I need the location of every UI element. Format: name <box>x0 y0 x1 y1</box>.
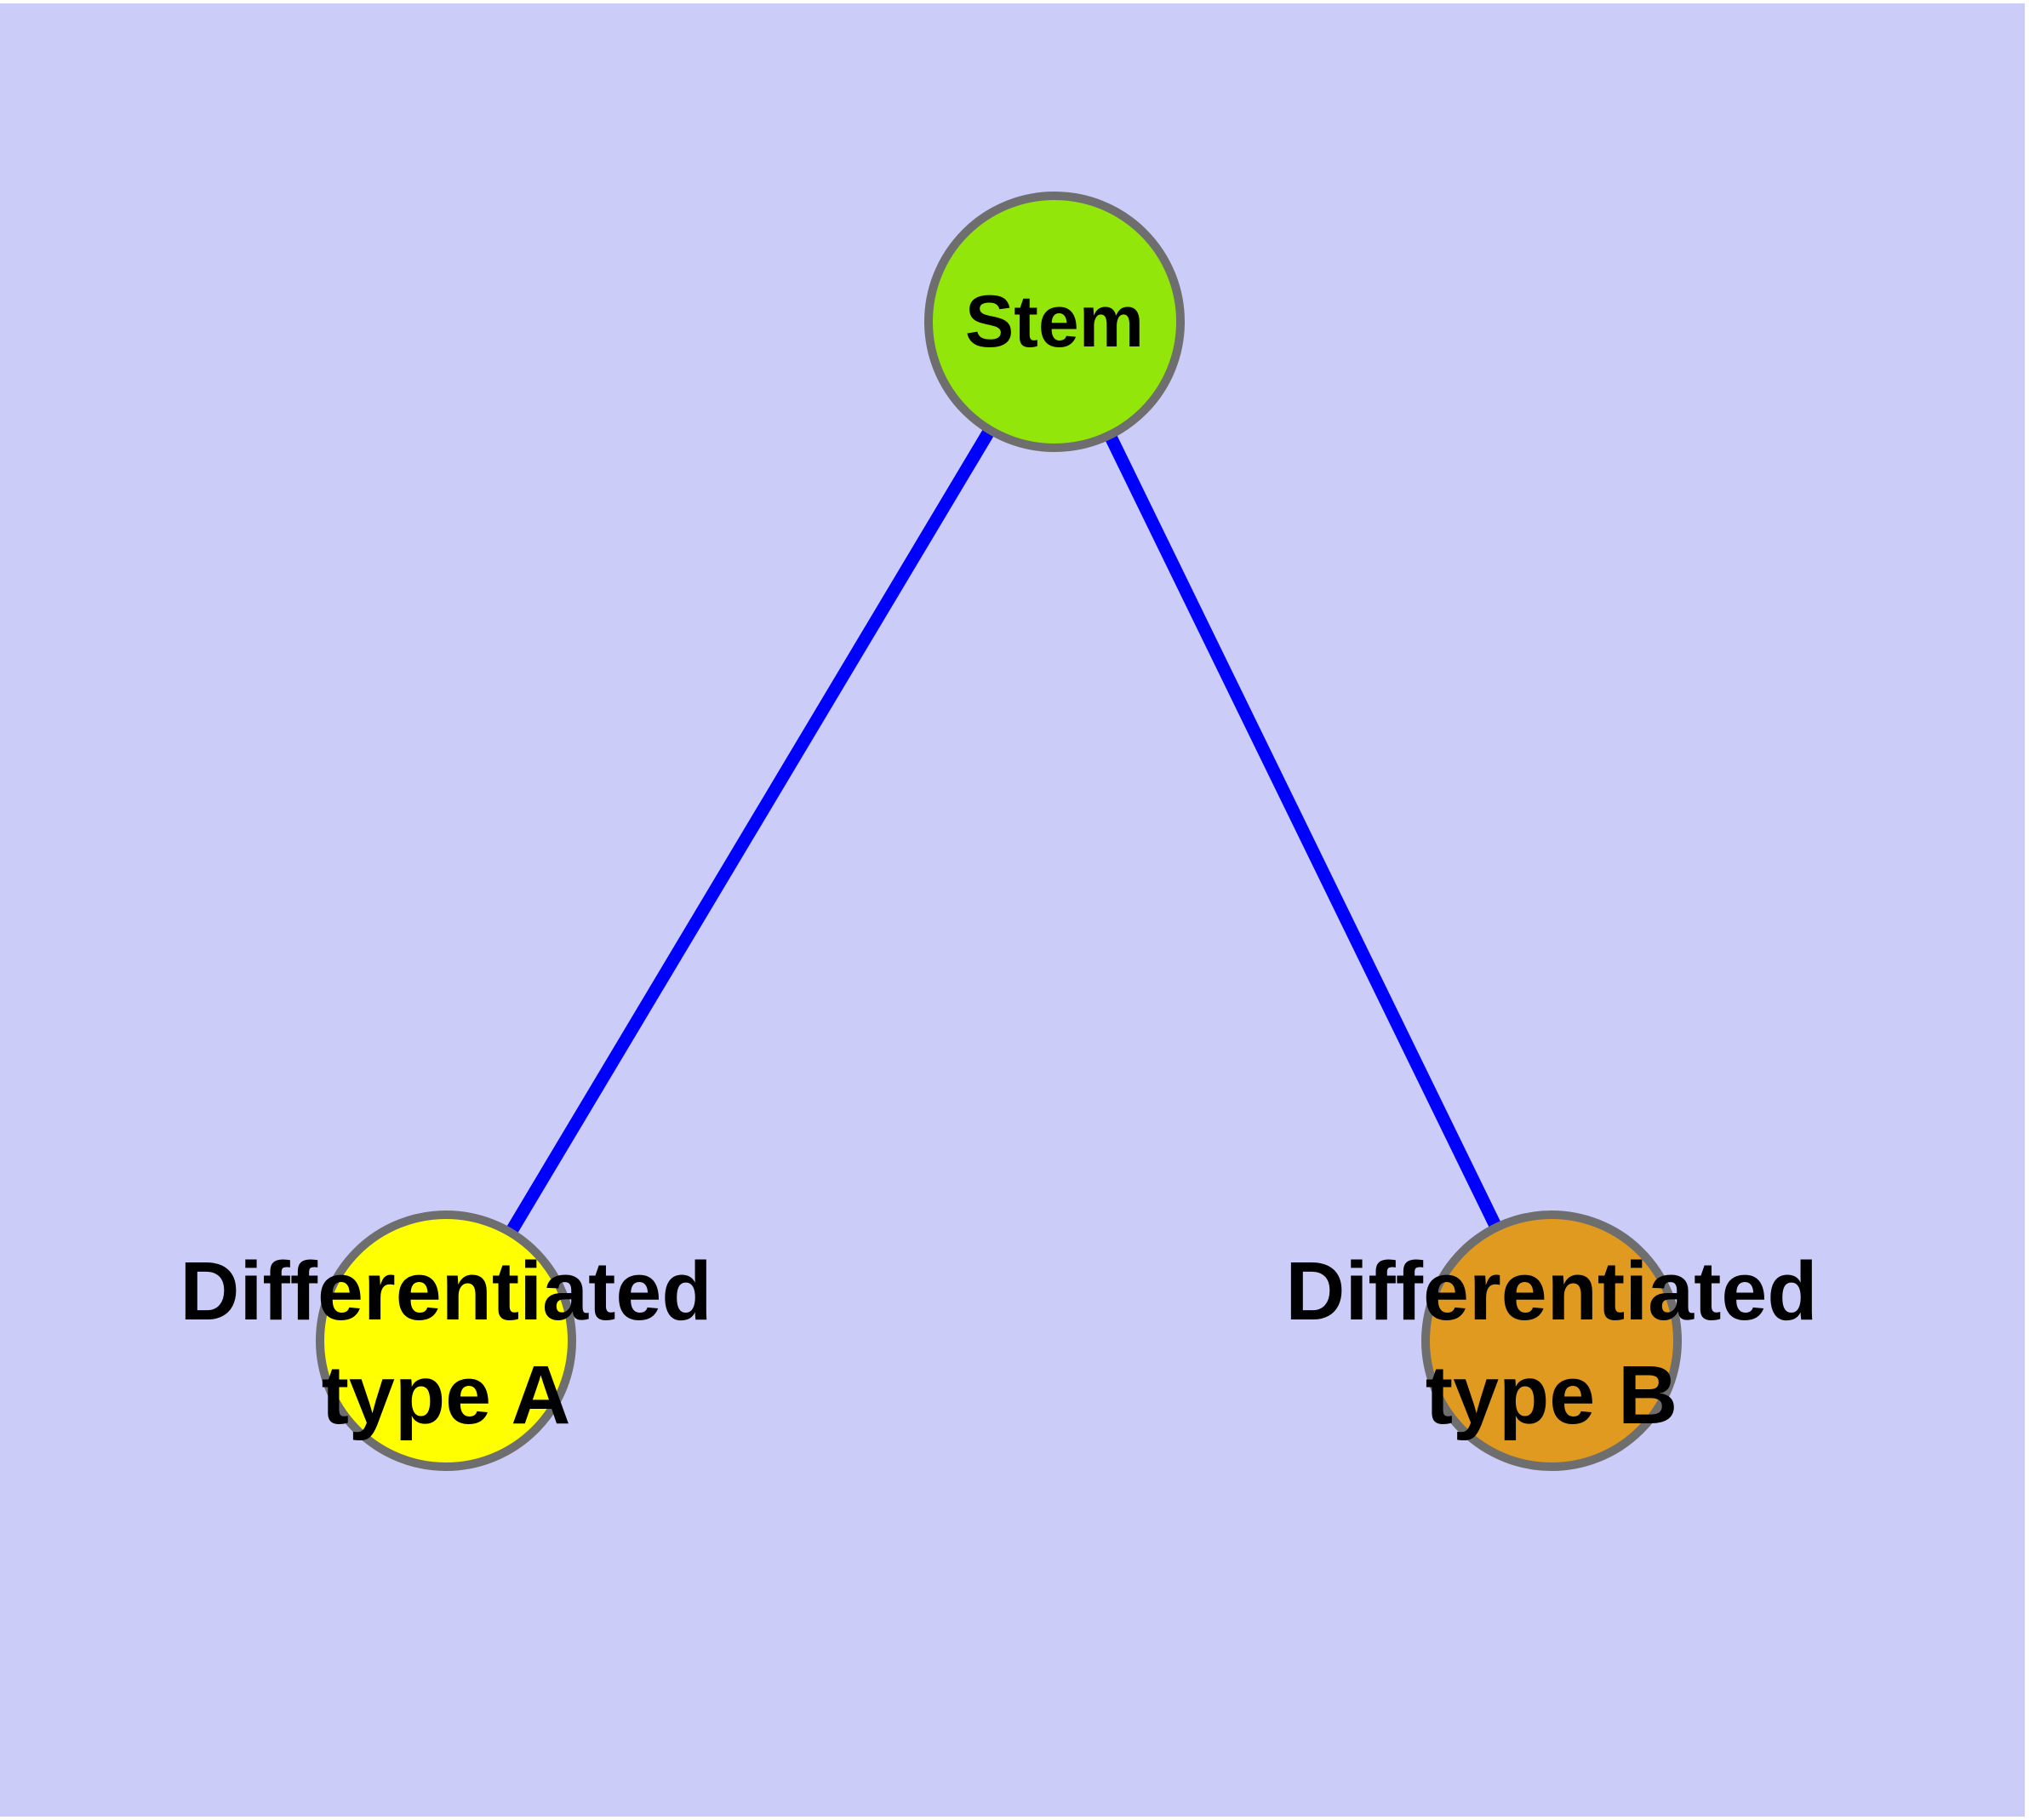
type-b-label-line2: type B <box>1425 1348 1678 1441</box>
type-a-node-label: Differentiated type A <box>180 1239 712 1447</box>
type-b-node-label: Differentiated type B <box>1285 1239 1817 1447</box>
type-a-label-line2: type A <box>321 1348 571 1441</box>
stem-node-label: Stem <box>964 280 1145 363</box>
type-b-node-circle <box>1421 1210 1682 1471</box>
edge-stem-to-type-a <box>440 318 1060 1344</box>
type-a-node-circle <box>316 1210 576 1471</box>
type-b-label-line1: Differentiated <box>1285 1244 1818 1337</box>
type-a-label-line1: Differentiated <box>180 1244 712 1337</box>
edge-stem-to-type-b <box>1049 318 1557 1344</box>
stem-node-circle <box>924 192 1185 452</box>
